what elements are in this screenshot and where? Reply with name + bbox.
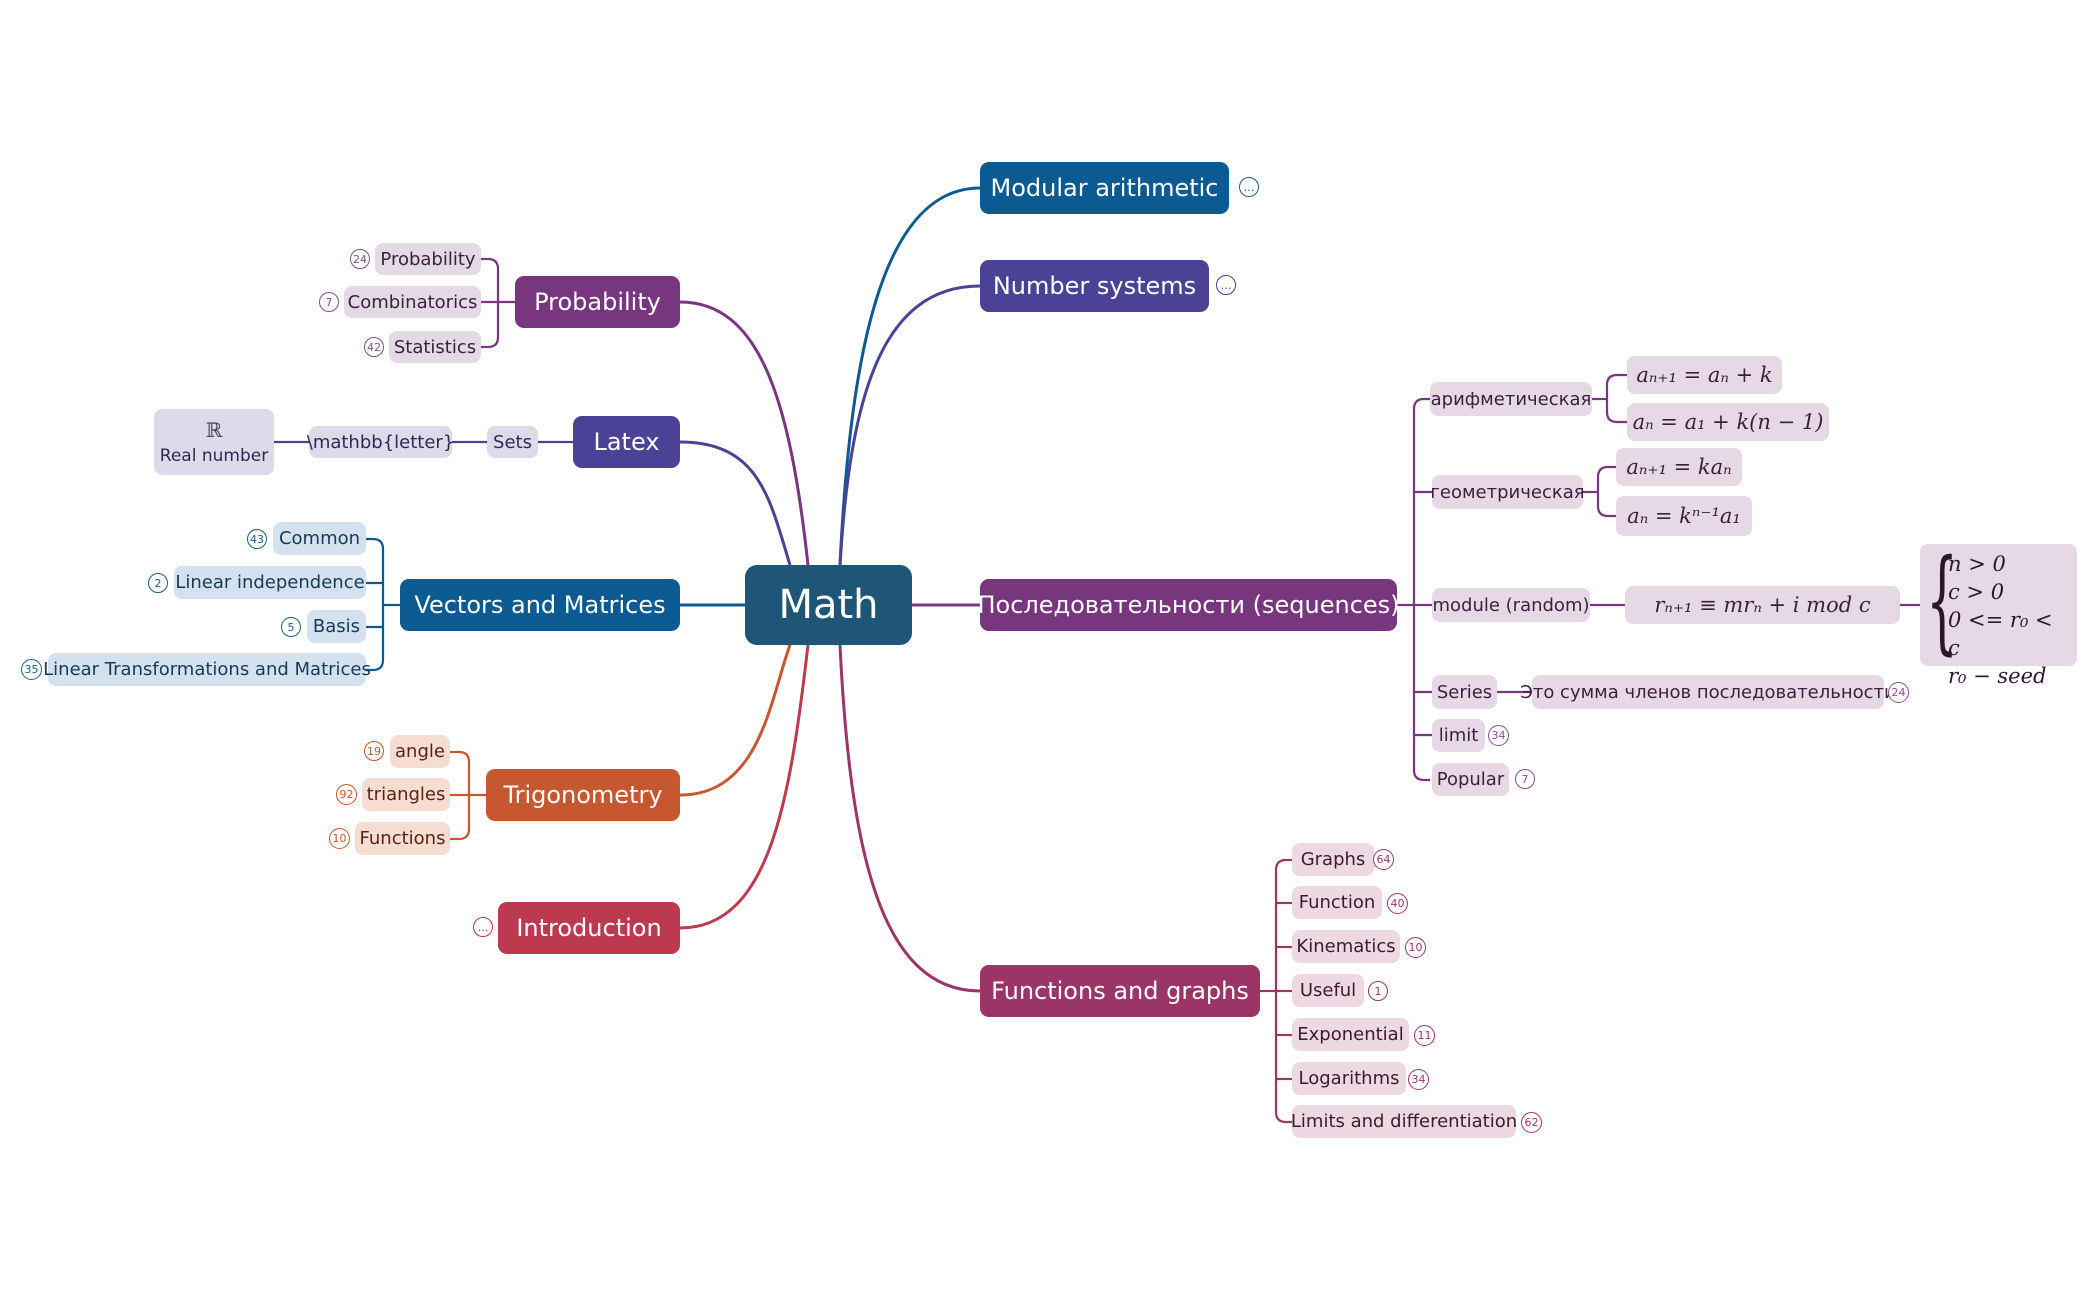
trigonometry-child-functions[interactable]: Functions [355, 822, 450, 855]
count-badge: 1 [1368, 981, 1388, 1001]
sequence-limit[interactable]: limit [1432, 719, 1485, 752]
branch-functions-and-graphs[interactable]: Functions and graphs [980, 965, 1260, 1017]
count-badge: 64 [1373, 849, 1394, 870]
vectors-child-linear-independence[interactable]: Linear independence [174, 566, 366, 599]
latex-real-number-image[interactable]: ℝ Real number [154, 409, 274, 475]
vectors-child-common[interactable]: Common [273, 522, 366, 555]
collapsed-indicator-modular[interactable]: … [1239, 177, 1259, 197]
collapsed-indicator-number-systems[interactable]: … [1216, 275, 1236, 295]
branch-vectors-and-matrices[interactable]: Vectors and Matrices [400, 579, 680, 631]
functions-child-useful[interactable]: Useful [1292, 974, 1364, 1007]
condition: n > 0 [1948, 552, 2006, 576]
formula-arith-recurrence[interactable]: aₙ₊₁ = aₙ + k [1627, 356, 1782, 394]
sequence-popular[interactable]: Popular [1432, 763, 1509, 796]
count-badge: 7 [319, 292, 339, 312]
vectors-child-basis[interactable]: Basis [307, 610, 366, 643]
branch-number-systems[interactable]: Number systems [980, 260, 1209, 312]
branch-modular-arithmetic[interactable]: Modular arithmetic [980, 162, 1229, 214]
count-badge: 7 [1515, 769, 1535, 789]
functions-child-logarithms[interactable]: Logarithms [1292, 1062, 1406, 1095]
count-badge: 62 [1521, 1112, 1542, 1133]
formula-module-random[interactable]: rₙ₊₁ ≡ mrₙ + i mod c [1625, 586, 1900, 624]
collapsed-indicator-introduction[interactable]: … [473, 917, 493, 937]
formula-module-conditions[interactable]: { n > 0 c > 0 0 <= r₀ < c r₀ − seed [1920, 536, 2077, 688]
probability-child-probability[interactable]: Probability [375, 243, 481, 275]
sequence-geometric[interactable]: геометрическая [1430, 475, 1585, 509]
count-badge: 10 [1405, 937, 1426, 958]
formula-arith-general[interactable]: aₙ = a₁ + k(n − 1) [1627, 403, 1829, 441]
count-badge: 34 [1488, 725, 1509, 746]
real-number-symbol: ℝ [205, 418, 223, 442]
count-badge: 5 [281, 617, 301, 637]
root-node[interactable]: Math [745, 565, 912, 645]
sequence-series[interactable]: Series [1432, 675, 1497, 709]
latex-sets[interactable]: Sets [487, 426, 538, 458]
vectors-child-linear-transformations[interactable]: Linear Transformations and Matrices [43, 653, 371, 686]
count-badge: 19 [364, 741, 384, 761]
condition: r₀ − seed [1948, 664, 2047, 688]
count-badge: 24 [350, 249, 370, 269]
count-badge: 10 [329, 828, 350, 849]
functions-child-exponential[interactable]: Exponential [1292, 1018, 1409, 1051]
condition: c > 0 [1948, 580, 2005, 604]
branch-sequences[interactable]: Последовательности (sequences) [977, 579, 1400, 631]
formula-geom-recurrence[interactable]: aₙ₊₁ = kaₙ [1616, 448, 1742, 486]
branch-trigonometry[interactable]: Trigonometry [486, 769, 680, 821]
functions-child-function[interactable]: Function [1292, 886, 1382, 919]
series-description[interactable]: Это сумма членов последовательности [1520, 675, 1896, 709]
probability-child-statistics[interactable]: Statistics [389, 331, 481, 363]
branch-probability[interactable]: Probability [515, 276, 680, 328]
functions-child-limits-and-differentiation[interactable]: Limits and differentiation [1291, 1105, 1517, 1138]
branch-latex[interactable]: Latex [573, 416, 680, 468]
count-badge: 34 [1408, 1069, 1429, 1090]
count-badge: 92 [336, 784, 357, 805]
branch-introduction[interactable]: Introduction [498, 902, 680, 954]
probability-child-combinatorics[interactable]: Combinatorics [344, 286, 481, 318]
count-badge: 2 [148, 573, 168, 593]
count-badge: 43 [247, 529, 267, 549]
count-badge: 24 [1888, 682, 1909, 703]
left-brace-icon: { [1926, 536, 1959, 666]
count-badge: 42 [364, 337, 384, 357]
count-badge: 11 [1414, 1025, 1435, 1046]
count-badge: 35 [21, 659, 42, 680]
real-number-caption: Real number [159, 446, 269, 466]
sequence-arithmetic[interactable]: арифметическая [1430, 382, 1592, 416]
functions-child-graphs[interactable]: Graphs [1292, 843, 1374, 876]
condition: 0 <= r₀ < c [1948, 608, 2053, 660]
count-badge: 40 [1387, 893, 1408, 914]
latex-mathbb-command[interactable]: \mathbb{letter} [307, 426, 454, 458]
functions-child-kinematics[interactable]: Kinematics [1292, 930, 1400, 963]
trigonometry-child-angle[interactable]: angle [390, 735, 450, 768]
sequence-module-random[interactable]: module (random) [1432, 588, 1590, 622]
formula-geom-general[interactable]: aₙ = kⁿ⁻¹a₁ [1616, 496, 1752, 536]
trigonometry-child-triangles[interactable]: triangles [362, 778, 450, 811]
